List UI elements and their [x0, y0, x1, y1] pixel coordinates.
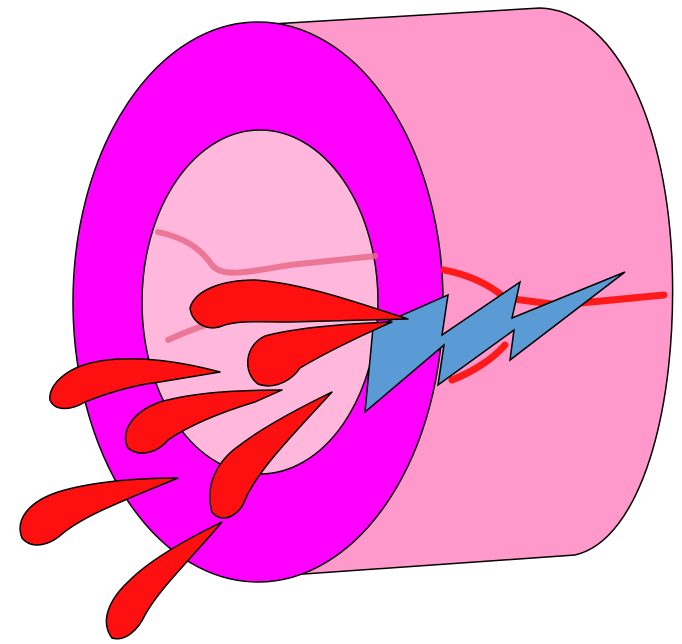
cylinder-diagram: [0, 0, 682, 644]
illustration-stage: [0, 0, 682, 644]
